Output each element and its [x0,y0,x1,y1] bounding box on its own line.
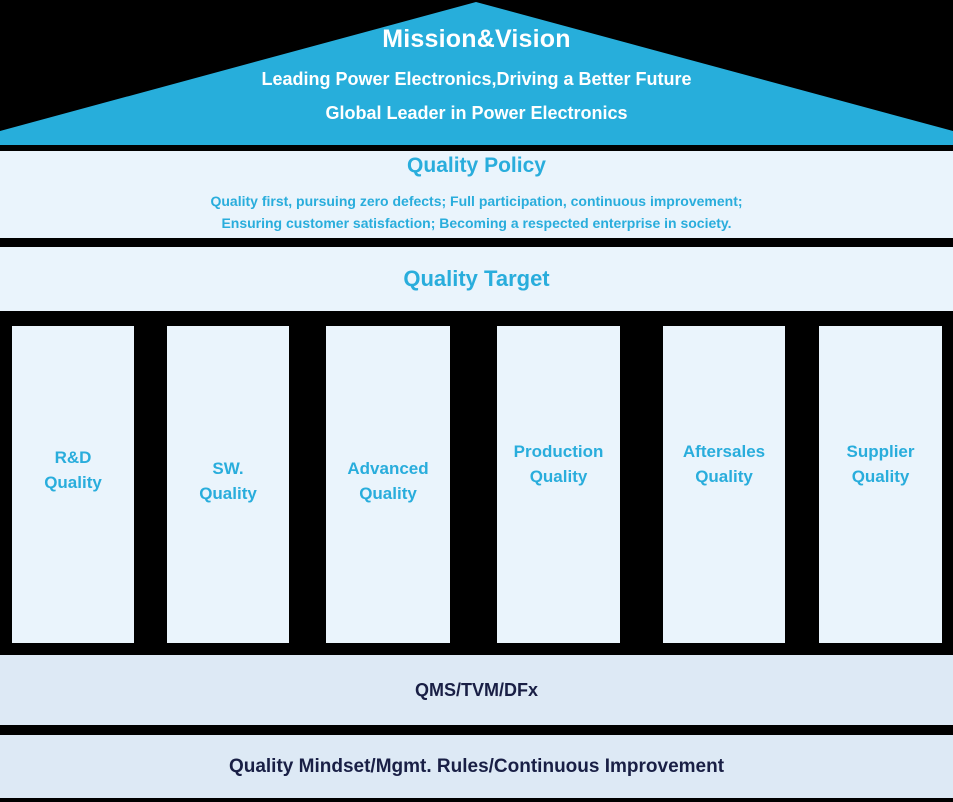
pillar-label-line-1: R&D [54,448,92,467]
pillar-group: R&D Quality SW. Quality Advanced Quality… [0,326,953,643]
pillar-aftersales-quality[interactable]: Aftersales Quality [663,326,785,643]
pillar-production-quality[interactable]: Production Quality [497,326,620,643]
pillar-label-line-1: Supplier [846,442,915,461]
roof-triangle: Mission&Vision Leading Power Electronics… [0,0,953,145]
pillar-label-line-1: Production [513,442,604,461]
quality-target-band: Quality Target [0,247,953,311]
foundation-lower-band: Quality Mindset/Mgmt. Rules/Continuous I… [0,735,953,798]
foundation-lower-text: Quality Mindset/Mgmt. Rules/Continuous I… [228,756,725,777]
pillar-label-line-2: Quality [199,483,257,503]
pillar-label-line-2: Quality [359,483,417,503]
pillar-production-quality-label: Production Quality [497,440,620,489]
pillar-rd-quality-label: R&D Quality [12,446,134,495]
foundation-upper-band: QMS/TVM/DFx [0,655,953,725]
pillar-sw-quality[interactable]: SW. Quality [167,326,289,643]
pillar-advanced-quality-label: Advanced Quality [326,457,450,506]
quality-policy-line-1: Quality first, pursuing zero defects; Fu… [210,192,743,209]
pillar-label-line-2: Quality [851,466,910,486]
pillar-label-line-2: Quality [695,466,753,486]
pillar-label-line-1: Advanced [347,459,429,478]
pillar-aftersales-quality-label: Aftersales Quality [663,440,785,489]
pillar-sw-quality-label: SW. Quality [167,457,289,506]
pillar-label-line-2: Quality [529,466,588,486]
quality-policy-line-2: Ensuring customer satisfaction; Becoming… [221,215,732,231]
pillar-supplier-quality-label: Supplier Quality [819,440,942,489]
pillar-label-line-1: Aftersales [682,442,766,461]
pillar-label-line-1: SW. [212,459,244,478]
quality-policy-band: Quality Policy Quality first, pursuing z… [0,151,953,238]
pillar-label-line-2: Quality [44,472,102,492]
foundation-upper-text: QMS/TVM/DFx [414,680,538,700]
quality-policy-title: Quality Policy [407,153,546,177]
pillar-rd-quality[interactable]: R&D Quality [12,326,134,643]
roof-shape-icon [0,2,953,145]
pillar-advanced-quality[interactable]: Advanced Quality [326,326,450,643]
pillar-supplier-quality[interactable]: Supplier Quality [819,326,942,643]
quality-target-title: Quality Target [403,266,550,291]
